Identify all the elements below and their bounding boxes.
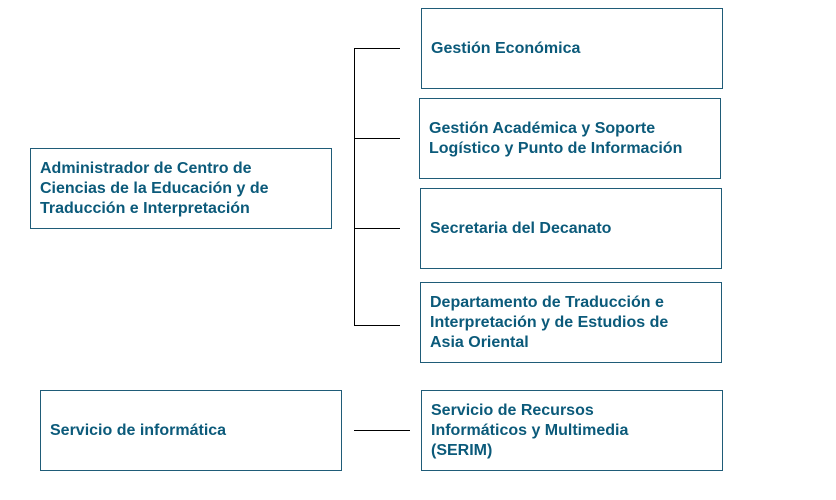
connector-branch-3 <box>354 228 400 229</box>
node-servicio-informatica: Servicio de informática <box>40 390 342 471</box>
root-node-label: Administrador de Centro de Ciencias de l… <box>40 159 269 217</box>
connector-branch-4 <box>354 325 400 326</box>
connector-branch-2 <box>354 138 400 139</box>
connector-serim <box>354 430 410 431</box>
child-node-secretaria: Secretaria del Decanato <box>420 188 722 269</box>
connector-branch-1 <box>354 48 400 49</box>
child-node-departamento: Departamento de Traducción e Interpretac… <box>420 282 722 363</box>
node-label: Servicio de informática <box>50 421 227 439</box>
child-node-gestion-academica: Gestión Académica y Soporte Logístico y … <box>419 98 721 179</box>
child-node-label: Departamento de Traducción e Interpretac… <box>430 293 669 351</box>
connector-vertical-trunk <box>354 48 355 326</box>
child-node-label: Secretaria del Decanato <box>430 219 612 237</box>
node-label: Servicio de Recursos Informáticos y Mult… <box>431 401 629 459</box>
child-node-gestion-economica: Gestión Económica <box>421 8 723 89</box>
node-serim: Servicio de Recursos Informáticos y Mult… <box>421 390 723 471</box>
child-node-label: Gestión Académica y Soporte Logístico y … <box>429 119 683 157</box>
child-node-label: Gestión Económica <box>431 39 581 57</box>
root-node-administrador: Administrador de Centro de Ciencias de l… <box>30 148 332 229</box>
